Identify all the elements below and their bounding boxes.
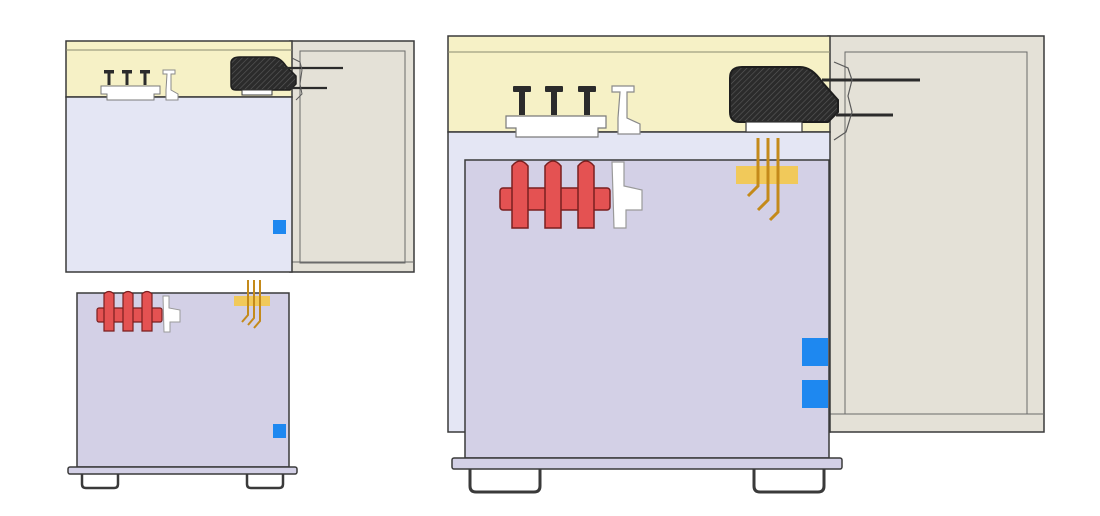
blue-tab-icon bbox=[273, 424, 286, 438]
side-cabinet-inner-panel bbox=[299, 50, 406, 264]
base-plate-large bbox=[451, 457, 843, 470]
outline-latch-icon bbox=[162, 69, 179, 101]
connector-base bbox=[505, 115, 607, 138]
blue-tab-icon bbox=[273, 220, 286, 234]
assembled-view-large bbox=[447, 35, 1045, 494]
latch-icon bbox=[230, 56, 297, 91]
foot-icon bbox=[752, 469, 826, 494]
side-cabinet-inner-panel bbox=[844, 51, 1028, 415]
pin-header-icon bbox=[736, 138, 798, 222]
pin-header-icon bbox=[234, 280, 270, 329]
blue-tab-icon bbox=[802, 380, 828, 408]
foot-icon bbox=[245, 474, 285, 490]
connector-base bbox=[100, 85, 161, 101]
base-plate-small bbox=[67, 466, 298, 475]
outline-latch-icon bbox=[162, 295, 181, 333]
foot-icon bbox=[80, 474, 120, 490]
latch-icon bbox=[729, 66, 839, 123]
red-connector-icon bbox=[96, 290, 163, 332]
outline-latch-icon bbox=[611, 85, 641, 135]
blue-tab-icon bbox=[802, 338, 828, 366]
outline-latch-icon bbox=[611, 161, 643, 229]
red-connector-icon bbox=[499, 160, 611, 229]
foot-icon bbox=[468, 469, 542, 494]
assembled-view-small bbox=[65, 40, 415, 273]
exploded-view-small bbox=[67, 280, 298, 490]
lower-panel bbox=[65, 96, 293, 273]
black-connector-icon bbox=[513, 86, 596, 115]
black-connector-icon bbox=[104, 70, 150, 85]
